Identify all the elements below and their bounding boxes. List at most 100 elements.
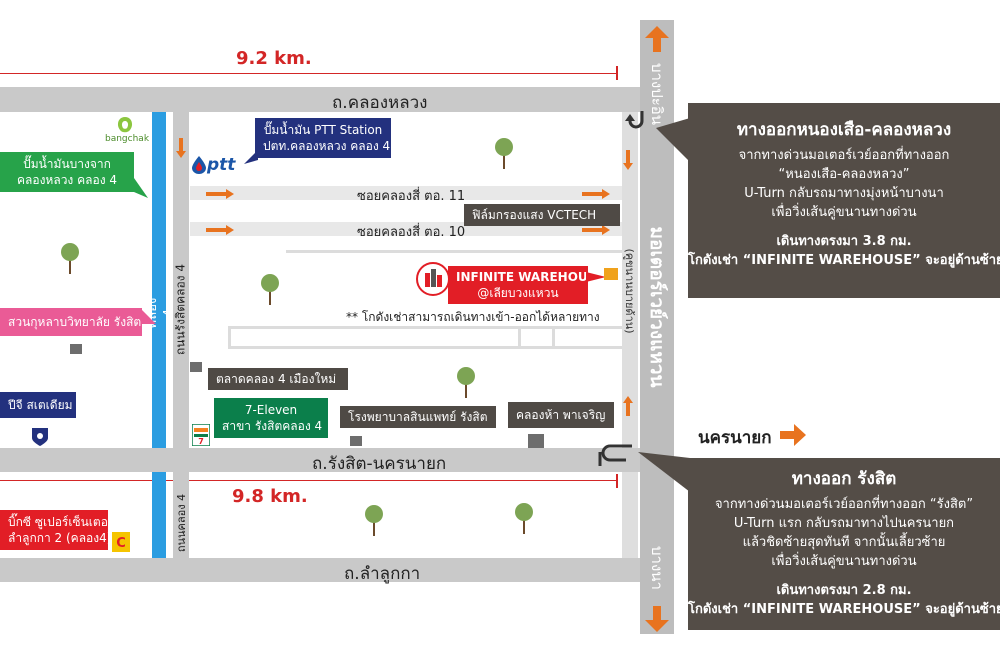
u-turn-top-icon: [625, 111, 644, 129]
tree-icon: [457, 367, 475, 398]
bangchak-logo-icon: [117, 117, 133, 133]
panel-text: แล้วชิดซ้ายสุดทันที จากนั้นเลี้ยวซ้าย: [742, 535, 946, 550]
tree-icon: [495, 138, 513, 169]
vctech-label: ฟิล์มกรองแสง VCTECH: [464, 204, 620, 226]
soi-10-label: ซอยคลองสี่ ตอ. 10: [357, 225, 466, 240]
minor-lane: [286, 250, 622, 253]
exit-panel-rangsit: ทางออก รังสิต จากทางด่วนมอเตอร์เวย์ออกที…: [688, 458, 1000, 630]
distance-top: 9.2 km.: [236, 48, 312, 69]
panel-distance: เดินทางตรงมา 3.8 กม.: [776, 234, 912, 249]
frontage-road-lower: [622, 472, 638, 558]
ptt-station-label: ปั๊มน้ำมัน PTT Station ปตท.คลองหลวง คลอง…: [255, 118, 391, 158]
exit-panel-nongsuea-title: ทางออกหนองเสือ-คลองหลวง: [736, 120, 952, 140]
access-note: ** โกดังเช่าสามารถเดินทางเข้า-ออกได้หลาย…: [346, 310, 600, 324]
road-khlong4-lower-label: ถนนคลอง 4: [175, 493, 188, 553]
seven-eleven-logo-icon: 7: [192, 424, 210, 446]
building-marker: [528, 434, 544, 448]
arrow-right-small-icon: [206, 225, 234, 235]
bigc-logo-icon: C: [112, 532, 130, 552]
exit-panel-rangsit-title: ทางออก รังสิต: [791, 469, 897, 489]
label-pointer: [134, 178, 148, 198]
market-label: ตลาดคลอง 4 เมืองใหม่: [208, 368, 348, 390]
panel-text: จากทางด่วนมอเตอร์เวย์ออกที่ทางออก: [738, 148, 950, 163]
arrow-down-icon: [645, 606, 669, 632]
frontage-road: [622, 112, 638, 448]
panel-pointer: [656, 118, 690, 162]
distance-top-tick: [616, 66, 618, 80]
panel-text: เพื่อวิ่งเส้นคู่ขนานทางด่วน: [771, 554, 917, 569]
arrow-up-icon: [645, 26, 669, 52]
stadium-crest-icon: [32, 428, 48, 446]
arrow-down-small-icon: [176, 138, 186, 158]
seven-line2: สาขา รังสิตคลอง 4: [222, 419, 323, 433]
minor-lane: [552, 326, 555, 349]
frontage-road-label: (คูขนานบายด้าน): [623, 248, 636, 334]
seven-eleven-label: 7-Eleven สาขา รังสิตคลอง 4: [214, 398, 328, 438]
tree-icon: [261, 274, 279, 305]
svg-text:7: 7: [198, 437, 204, 446]
suan-kularb-label: สวนกุหลาบวิทยาลัย รังสิต: [0, 308, 142, 336]
exit-panel-nongsuea: ทางออกหนองเสือ-คลองหลวง จากทางด่วนมอเตอร…: [688, 103, 1000, 298]
panel-text: จากทางด่วนมอเตอร์เวย์ออกที่ทางออก “รังสิ…: [714, 497, 974, 512]
panel-pointer: [638, 452, 690, 492]
arrow-right-small-icon: [206, 189, 234, 199]
minor-lane: [518, 326, 521, 349]
minor-lane: [228, 346, 622, 349]
bangchak-line2: คลองหลวง คลอง 4: [16, 173, 118, 187]
panel-distance: เดินทางตรงมา 2.8 กม.: [776, 583, 912, 598]
ptt-logo-icon: [192, 156, 206, 174]
khlong-ha-label: คลองห้า พาเจริญ: [508, 402, 614, 428]
distance-bottom-tick: [616, 474, 618, 488]
arrow-right-small-icon: [582, 225, 610, 235]
tree-icon: [515, 503, 533, 534]
label-pointer: [586, 272, 606, 282]
ptt-line1: ปั๊มน้ำมัน PTT Station: [263, 123, 383, 137]
road-rangsit-nakhonnayok: [0, 448, 640, 472]
building-marker: [350, 436, 362, 446]
bigc-line1: บิ๊กซี ซูเปอร์เซ็นเตอร์: [8, 515, 115, 529]
stadium-label: ปีจี สเตเดียม: [0, 392, 76, 418]
bigc-line2: ลำลูกกา 2 (คลอง4): [8, 531, 112, 545]
arrow-right-small-icon: [582, 189, 610, 199]
warehouse-marker: [604, 268, 618, 280]
ptt-line2: ปตท.คลองหลวง คลอง 4: [263, 139, 391, 153]
panel-text: U-Turn กลับรถมาทางมุ่งหน้าบางนา: [744, 186, 944, 201]
motorway-ring-road: [640, 20, 674, 634]
distance-bottom-line: [0, 480, 618, 481]
arrow-right-icon: [780, 424, 806, 446]
label-pointer: [244, 150, 258, 164]
road-lam-luk-ka-label: ถ.ลำลูกกา: [344, 564, 421, 584]
tree-icon: [61, 243, 79, 274]
distance-top-line: [0, 73, 618, 74]
building-marker: [190, 362, 202, 372]
distance-bottom: 9.8 km.: [232, 486, 308, 507]
road-khlong-luang: [0, 87, 640, 112]
panel-destination: โกดังเช่า “INFINITE WAREHOUSE” จะอยู่ด้า…: [688, 253, 1000, 268]
road-lam-luk-ka: [0, 558, 640, 582]
canal-khlong-4: [152, 112, 166, 448]
motorway-label: มอเตอร์เวย์วงแหวน: [646, 226, 668, 388]
arrow-up-small-icon: [623, 396, 633, 416]
svg-text:C: C: [116, 536, 126, 551]
arrow-down-small-icon: [623, 150, 633, 170]
panel-destination: โกดังเช่า “INFINITE WAREHOUSE” จะอยู่ด้า…: [688, 602, 1000, 617]
panel-text: เพื่อวิ่งเส้นคู่ขนานทางด่วน: [771, 205, 917, 220]
label-pointer: [142, 310, 156, 324]
u-turn-bottom-icon: [598, 444, 632, 466]
building-marker: [70, 344, 82, 354]
minor-lane: [228, 326, 622, 329]
warehouse-line2: @เลียบวงแหวน: [477, 286, 559, 300]
bangchak-station-label: ปั๊มน้ำมันบางจาก คลองหลวง คลอง 4: [0, 152, 134, 192]
tree-icon: [365, 505, 383, 536]
road-rangsit-khlong4: [173, 112, 189, 448]
road-rangsit-nakhonnayok-label: ถ.รังสิต-นครนายก: [312, 454, 447, 474]
road-khlong-luang-label: ถ.คลองหลวง: [332, 93, 428, 113]
panel-text: “หนองเสือ-คลองหลวง”: [778, 167, 910, 182]
canal-khlong-4-lower: [152, 472, 166, 558]
bangchak-line1: ปั๊มน้ำมันบางจาก: [23, 157, 111, 171]
bigc-label: บิ๊กซี ซูเปอร์เซ็นเตอร์ ลำลูกกา 2 (คลอง4…: [0, 510, 115, 550]
soi-11-road: [190, 186, 622, 200]
bang-na-label: บางนา: [648, 546, 666, 590]
infinite-warehouse-label: INFINITE WAREHOUSE @เลียบวงแหวน: [448, 266, 605, 304]
panel-text: U-Turn แรก กลับรถมาทางไปนครนายก: [733, 516, 955, 531]
